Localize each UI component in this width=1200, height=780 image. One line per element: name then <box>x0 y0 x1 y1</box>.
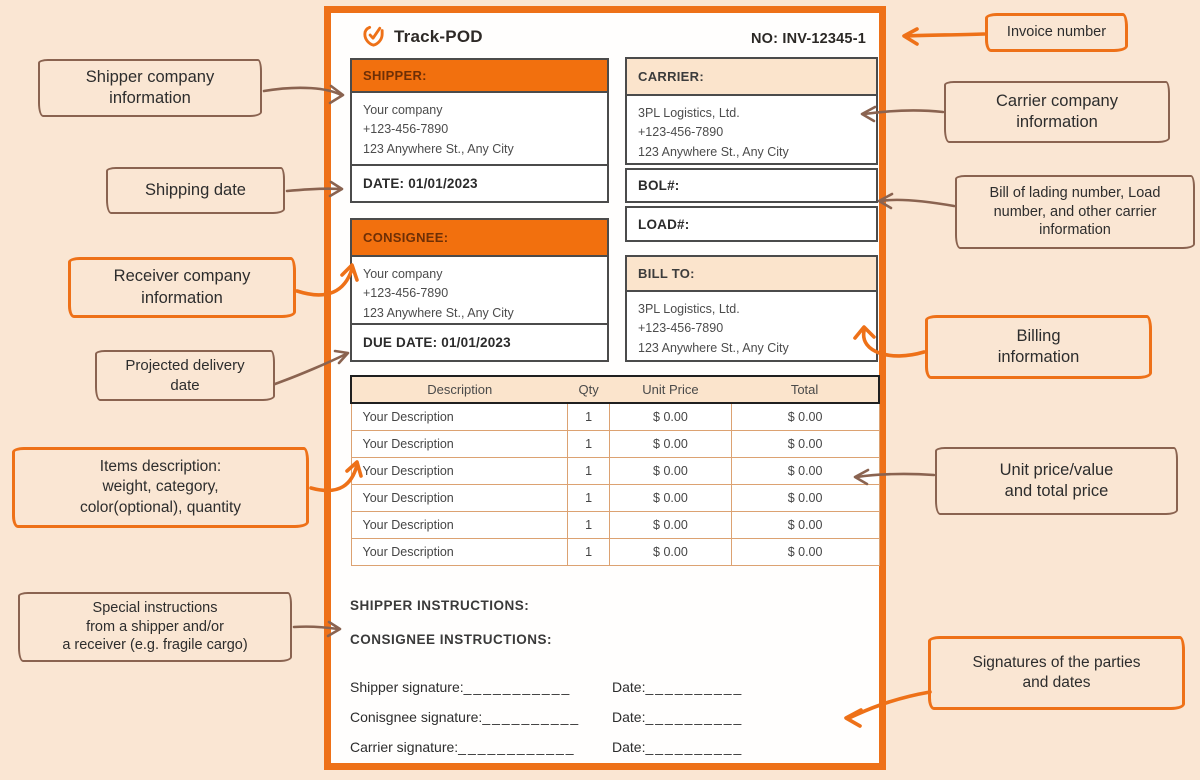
invoice-number: NO: INV-12345-1 <box>750 31 866 47</box>
bill-to-header: BILL TO: <box>625 255 878 292</box>
callout-invoice-number: Invoice number <box>985 13 1128 52</box>
due-date: DUE DATE: 01/01/2023 <box>350 323 609 362</box>
shipper-instructions-label: SHIPPER INSTRUCTIONS: <box>350 598 530 613</box>
date-line: __________ <box>645 739 744 755</box>
signature-line: __________ <box>482 709 581 725</box>
shield-check-icon <box>361 24 386 49</box>
consignee-info: Your company +123-456-7890 123 Anywhere … <box>350 255 609 325</box>
arrow-invoice-number <box>902 27 986 46</box>
table-row: Your Description 1 $ 0.00 $ 0.00 <box>350 537 880 566</box>
signature-line: ___________ <box>463 679 572 695</box>
consignee-header: CONSIGNEE: <box>350 218 609 257</box>
carrier-signature-label: Carrier signature: <box>350 739 459 755</box>
table-row: Your Description 1 $ 0.00 $ 0.00 <box>350 456 880 485</box>
consignee-signature-row: Conisgnee signature: __________ Date: __… <box>350 709 743 725</box>
callout-items-description: Items description: weight, category, col… <box>12 447 309 528</box>
table-header-row: Description Qty Unit Price Total <box>349 375 880 404</box>
table-row: Your Description 1 $ 0.00 $ 0.00 <box>350 402 880 431</box>
table-row: Your Description 1 $ 0.00 $ 0.00 <box>350 429 880 458</box>
callout-special-instructions: Special instructions from a shipper and/… <box>18 592 292 662</box>
brand-logo: Track-POD <box>361 24 483 49</box>
shipping-date: DATE: 01/01/2023 <box>350 164 609 203</box>
date-line: __________ <box>645 709 744 725</box>
carrier-header: CARRIER: <box>625 57 878 96</box>
col-description: Description <box>349 375 568 404</box>
bol-number: BOL#: <box>625 168 878 203</box>
table-row: Your Description 1 $ 0.00 $ 0.00 <box>350 483 880 512</box>
date-line: __________ <box>645 679 744 695</box>
col-qty: Qty <box>567 375 610 404</box>
consignee-signature-label: Conisgnee signature: <box>350 709 483 725</box>
items-table-wrap: Description Qty Unit Price Total Your De… <box>349 375 880 566</box>
callout-shipper-info: Shipper company information <box>38 59 262 117</box>
carrier-info: 3PL Logistics, Ltd. +123-456-7890 123 An… <box>625 94 878 165</box>
callout-projected-delivery-date: Projected delivery date <box>95 350 275 401</box>
shipper-info: Your company +123-456-7890 123 Anywhere … <box>350 91 609 166</box>
brand-name: Track-POD <box>394 26 483 46</box>
load-number: LOAD#: <box>625 206 878 242</box>
items-table: Description Qty Unit Price Total Your De… <box>349 375 880 566</box>
table-row: Your Description 1 $ 0.00 $ 0.00 <box>350 510 880 539</box>
date-label: Date: <box>612 739 646 755</box>
shipper-signature-row: Shipper signature: ___________ Date: ___… <box>350 679 743 695</box>
col-total: Total <box>731 375 880 404</box>
invoice-document: Track-POD NO: INV-12345-1 SHIPPER: Your … <box>324 6 886 770</box>
shipper-header: SHIPPER: <box>350 58 609 93</box>
date-label: Date: <box>612 679 646 695</box>
arrow-bol-load-info <box>877 192 956 210</box>
consignee-instructions-label: CONSIGNEE INSTRUCTIONS: <box>350 632 553 647</box>
callout-signatures: Signatures of the parties and dates <box>928 636 1185 710</box>
bill-to-info: 3PL Logistics, Ltd. +123-456-7890 123 An… <box>625 290 878 362</box>
callout-bol-load-info: Bill of lading number, Load number, and … <box>955 175 1195 249</box>
callout-billing-info: Billing information <box>925 315 1152 379</box>
signature-line: ____________ <box>458 739 576 755</box>
callout-unit-total-price: Unit price/value and total price <box>935 447 1178 515</box>
carrier-signature-row: Carrier signature: ____________ Date: __… <box>350 739 743 755</box>
callout-shipping-date: Shipping date <box>106 167 285 214</box>
callout-receiver-info: Receiver company information <box>68 257 296 318</box>
shipper-signature-label: Shipper signature: <box>350 679 464 695</box>
callout-carrier-info: Carrier company information <box>944 81 1170 143</box>
col-unit-price: Unit Price <box>609 375 732 404</box>
date-label: Date: <box>612 709 646 725</box>
